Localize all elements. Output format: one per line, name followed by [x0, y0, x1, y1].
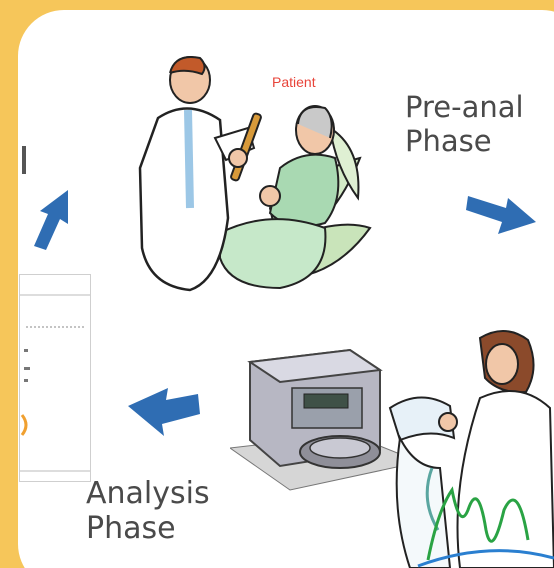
patient-label: Patient: [272, 74, 316, 90]
pre-analytical-phase-label: Pre-anal Phase: [405, 90, 524, 158]
arrow-left-icon: [128, 388, 200, 436]
phase-bottom-line-2: Phase: [86, 511, 176, 547]
signature-mark: [417, 486, 554, 568]
arrow-right-icon: [466, 196, 536, 234]
analysis-phase-label: Analysis Phase: [86, 476, 210, 547]
phase-top-line-1: Pre-anal: [405, 90, 524, 124]
report-document: [19, 274, 91, 482]
arrow-up-left-icon: [34, 190, 68, 250]
lab-analyzer-machine: [230, 348, 420, 491]
phase-bottom-line-1: Analysis: [86, 476, 210, 511]
document-edge-mark: [22, 146, 26, 174]
doctor-patient-illustration: [138, 56, 372, 292]
phase-top-line-2: Phase: [405, 124, 492, 159]
lab-technician-illustration: [388, 330, 554, 568]
